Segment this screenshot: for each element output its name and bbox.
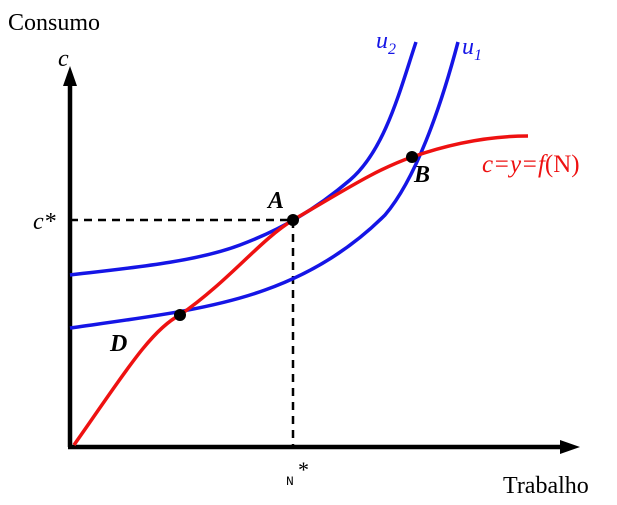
point-b-label: B [413, 162, 430, 188]
production-function-label-pre: c=y= [482, 151, 538, 178]
production-function-label-f: f [538, 151, 548, 178]
u2-label: u2 [376, 28, 396, 58]
point-d-marker [174, 309, 186, 321]
point-a-marker [287, 214, 299, 226]
y-axis-arrowhead [63, 66, 77, 86]
c-star-label: c* [33, 209, 56, 235]
y-axis-symbol: c [58, 46, 69, 72]
point-b-marker [406, 151, 418, 163]
production-function-label-arg: (N) [545, 151, 580, 178]
x-axis-title: Trabalho [503, 473, 589, 499]
point-d-label: D [109, 331, 127, 357]
n-star-superscript: * [298, 457, 309, 482]
x-axis-arrowhead [560, 440, 580, 454]
indifference-curve-u1 [69, 41, 460, 330]
n-star-label: N [286, 474, 294, 489]
point-a-label: A [266, 188, 284, 214]
u2-label-subscript: 2 [388, 41, 396, 58]
y-axis-title: Consumo [8, 10, 100, 36]
u1-label-base: u [462, 34, 474, 60]
u1-label-subscript: 1 [474, 47, 482, 64]
indifference-curve-u2 [69, 41, 418, 277]
u2-label-base: u [376, 28, 388, 54]
production-function-curve [72, 134, 529, 447]
u1-label: u1 [462, 34, 482, 64]
production-function-label: c=y=f(N) [482, 151, 580, 178]
